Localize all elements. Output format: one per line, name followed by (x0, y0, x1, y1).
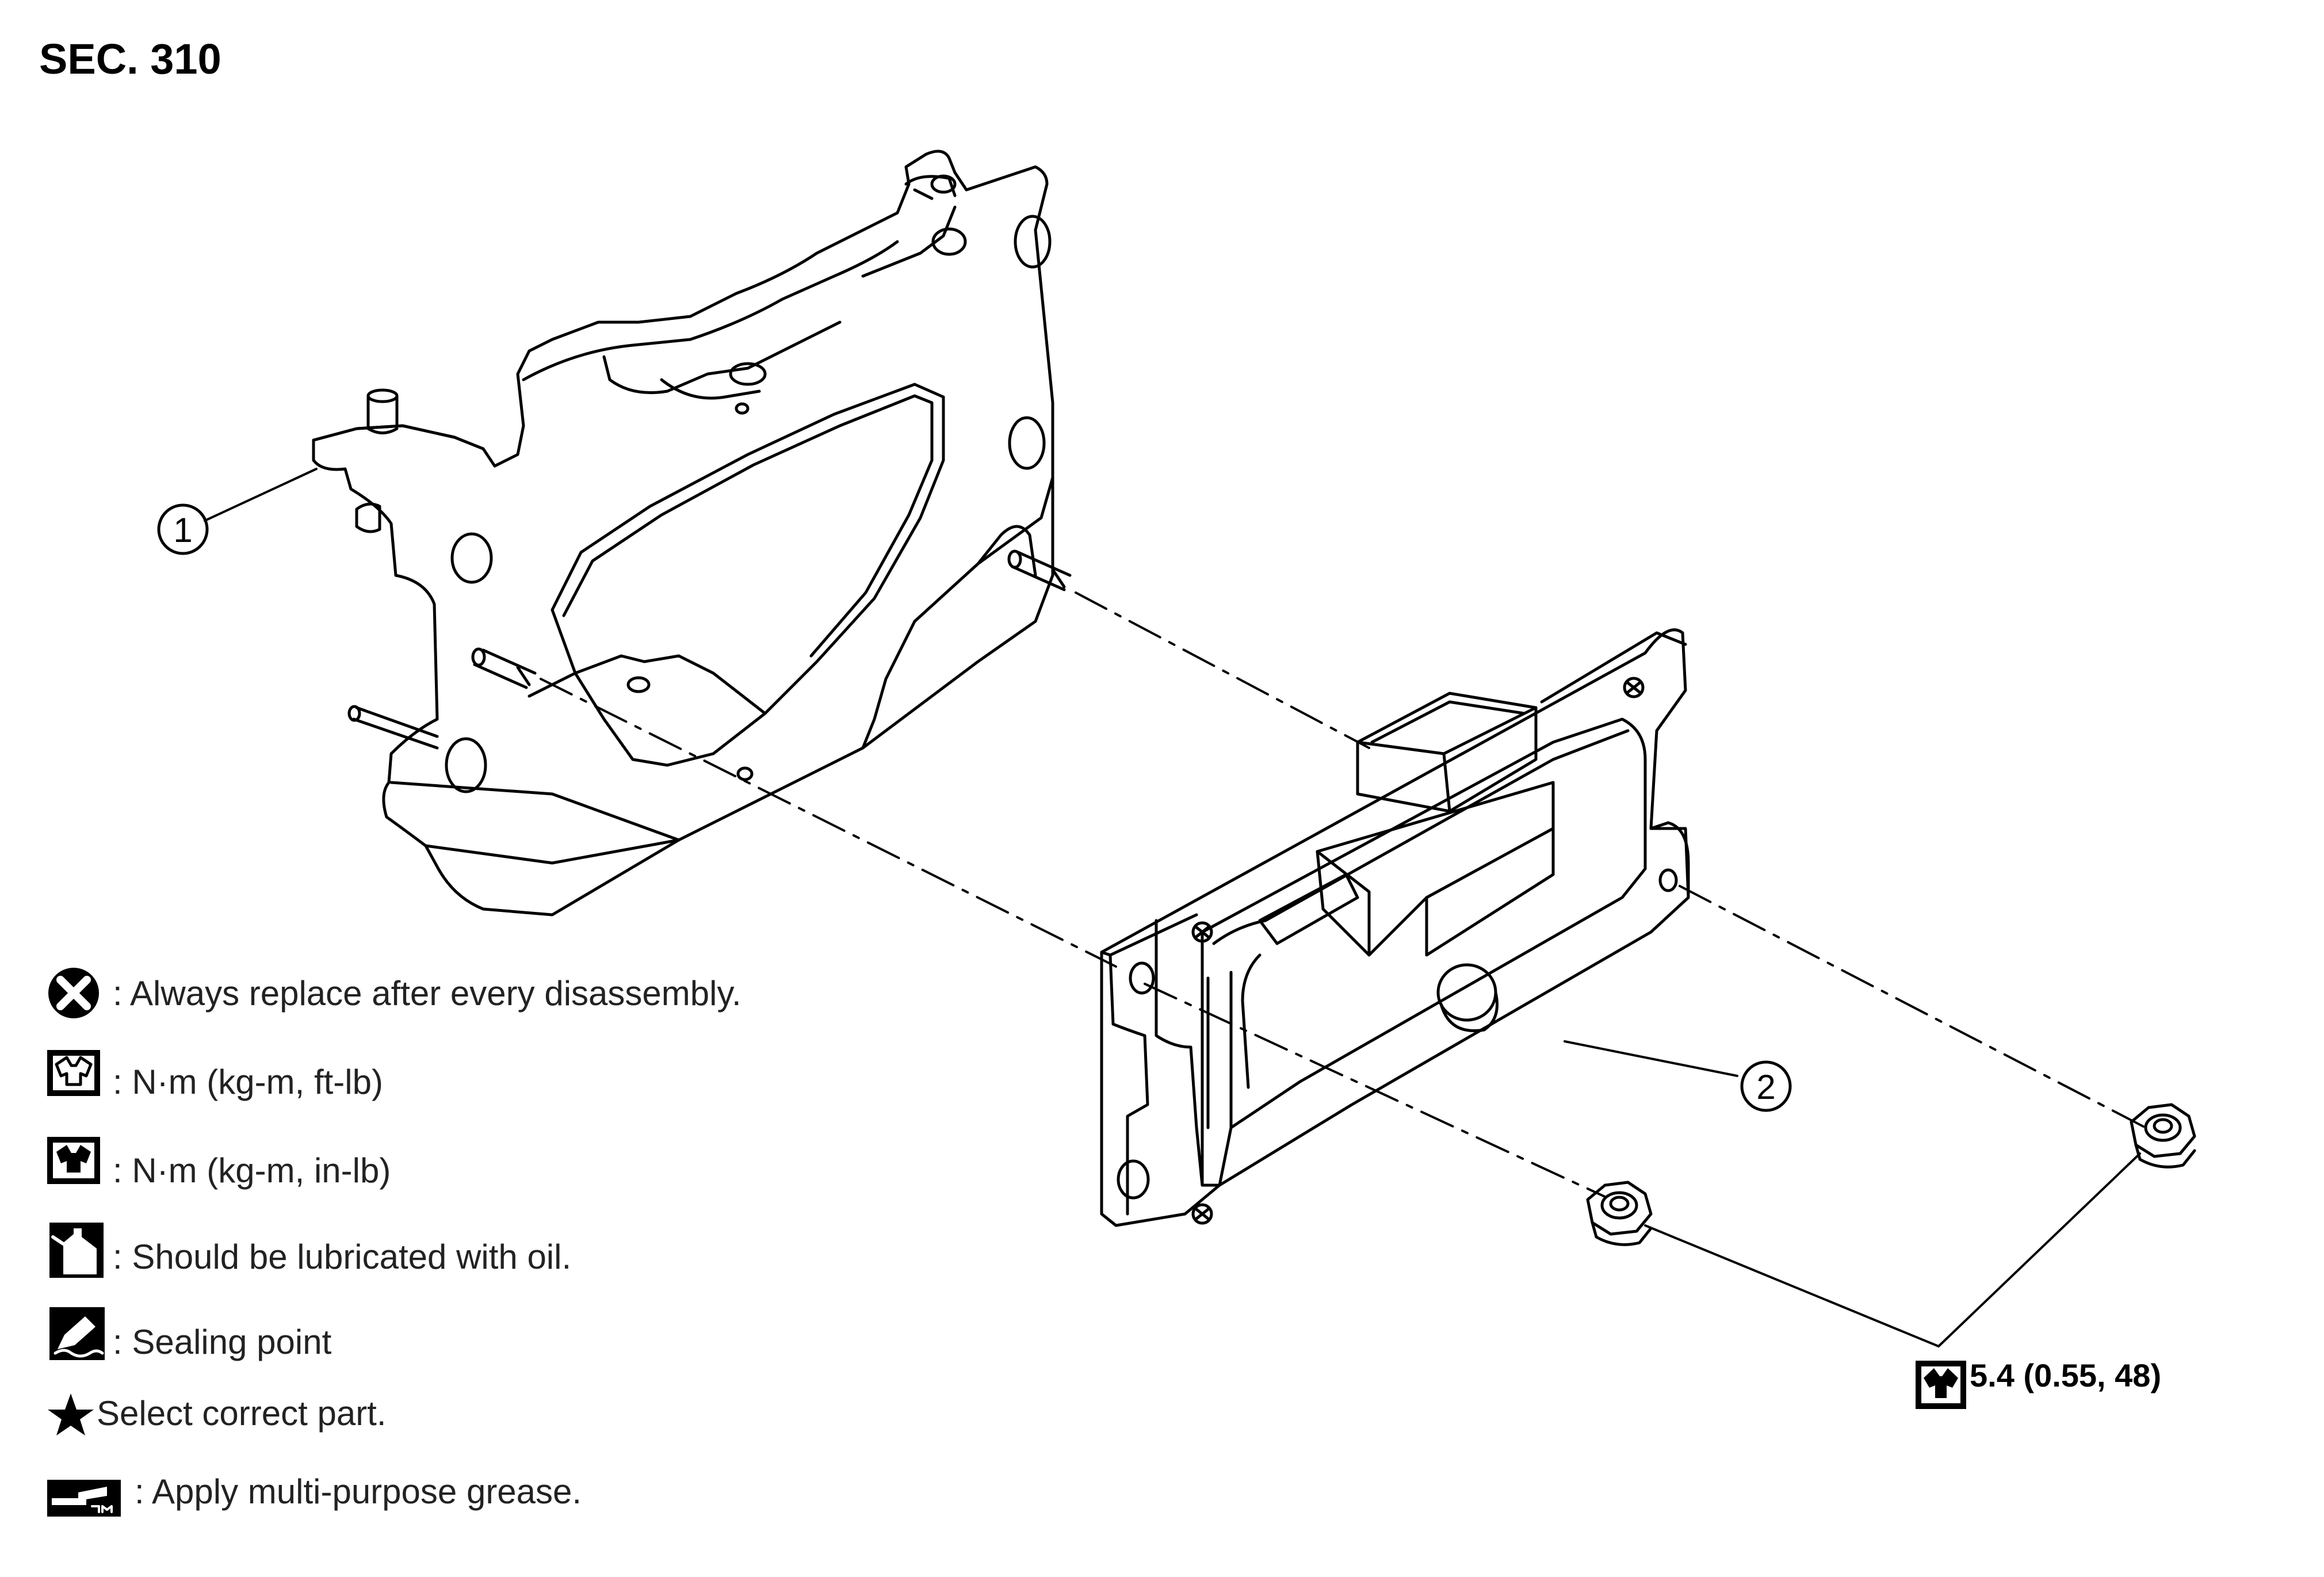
legend-sealing-text: : Sealing point (113, 1323, 332, 1361)
flange-nut-left (1586, 1181, 1653, 1246)
grease-gun-icon (47, 1480, 121, 1517)
legend-oil-text: : Should be lubricated with oil. (113, 1238, 572, 1276)
flange-nut-right (2130, 1103, 2196, 1169)
legend-select-part-text: Select correct part. (97, 1394, 387, 1433)
torque-value-label: 5.4 (0.55, 48) (1970, 1357, 2162, 1393)
alignment-lines (540, 591, 2147, 1198)
bracket-part-1 (312, 150, 1072, 917)
torque-wrench-in-lb-icon (1916, 1361, 1966, 1409)
replace-x-icon (48, 968, 99, 1018)
section-title: SEC. 310 (39, 35, 221, 83)
control-module-part-2 (1100, 628, 1690, 1227)
callout-2: 2 (1740, 1060, 1792, 1112)
legend-grease-text: : Apply multi-purpose grease. (135, 1472, 582, 1511)
star-icon (48, 1393, 94, 1435)
torque-wrench-ft-lb-icon (47, 1050, 100, 1096)
callout-1: 1 (157, 503, 209, 555)
legend-replace-text: : Always replace after every disassembly… (113, 974, 741, 1013)
callout-2-number: 2 (1756, 1068, 1775, 1106)
leader-lines (204, 468, 2141, 1347)
torque-wrench-in-lb-icon (47, 1137, 100, 1184)
legend-torque-ft-lb-text: : N·m (kg-m, ft-lb) (113, 1063, 383, 1101)
sealing-point-icon (49, 1307, 105, 1360)
oil-can-icon (49, 1223, 104, 1278)
callout-1-number: 1 (173, 511, 192, 549)
legend-torque-in-lb-text: : N·m (kg-m, in-lb) (113, 1151, 391, 1190)
